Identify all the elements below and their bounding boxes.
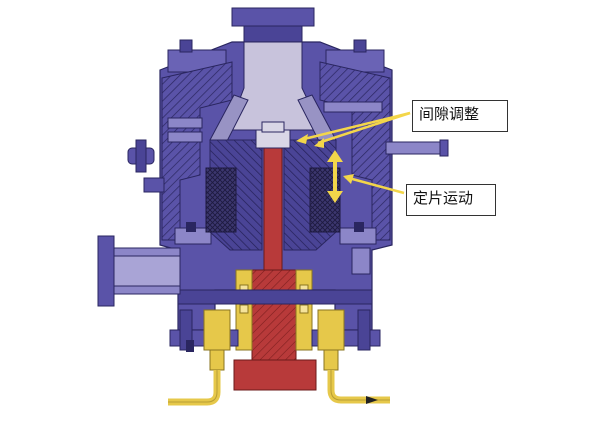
inlet-flange — [231, 7, 315, 43]
right-adjust-handle — [385, 139, 449, 157]
stator-motion-arrow — [327, 150, 405, 203]
gap-adjust-label: 间隙调整 — [412, 100, 508, 132]
grinding-elements — [205, 167, 341, 233]
stator-motion-label: 定片运动 — [406, 184, 496, 216]
left-housing-section — [161, 61, 233, 245]
gap-adjust-arrows — [296, 111, 411, 148]
left-coolant-fitting — [168, 309, 231, 406]
left-adjust-knob — [127, 139, 165, 193]
right-coolant-fitting — [317, 309, 390, 404]
outlet-pipe — [97, 235, 181, 307]
housing-bolts — [186, 222, 364, 352]
